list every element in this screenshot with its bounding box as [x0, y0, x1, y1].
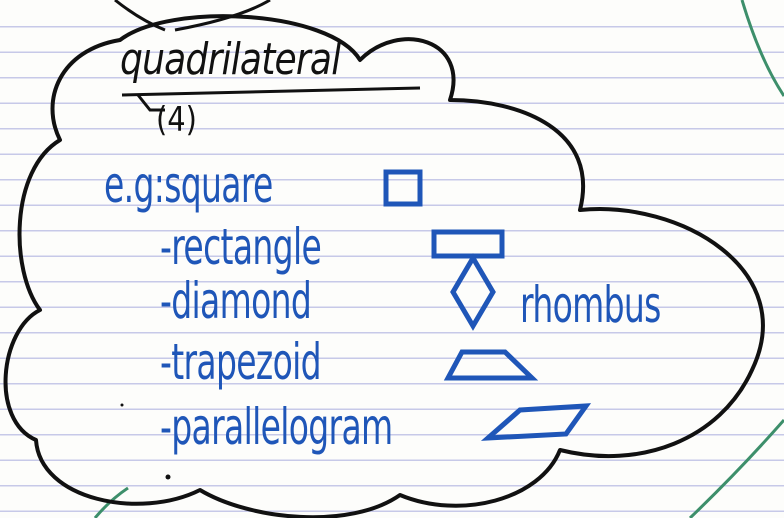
title-underline — [121, 86, 421, 97]
item-label-rectangle: rectangle — [171, 218, 322, 276]
pen-dot — [165, 474, 171, 480]
top-line-left — [114, 0, 166, 32]
rectangle-shape-icon — [431, 229, 505, 259]
item-dash: - — [160, 218, 172, 276]
top-line-right — [174, 0, 271, 32]
item-label-square: square — [164, 156, 273, 214]
parallelogram-shape-icon — [480, 403, 592, 441]
square-shape-icon — [383, 169, 423, 207]
sub-arrow — [136, 94, 165, 112]
example-line-rectangle: -rectangle — [160, 222, 322, 272]
item-dash: - — [160, 398, 172, 456]
examples-prefix: e.g: — [104, 156, 165, 214]
example-line-square: e.g:square — [104, 160, 273, 210]
alt-name-rhombus: rhombus — [520, 276, 661, 334]
item-dash: - — [160, 333, 172, 391]
item-label-diamond: diamond — [171, 272, 312, 330]
example-line-diamond: -diamond — [160, 276, 312, 326]
pen-dot-small — [120, 403, 124, 407]
green-margin-line-top-right — [740, 0, 784, 97]
example-line-parallelogram: -parallelogram — [160, 402, 393, 452]
green-margin-line-bottom-right — [688, 419, 784, 518]
example-line-trapezoid: -trapezoid — [160, 337, 322, 387]
trapezoid-shape-icon — [443, 349, 539, 381]
item-dash: - — [160, 272, 172, 330]
note-subtitle: (4) — [156, 100, 197, 140]
item-label-parallelogram: parallelogram — [171, 398, 393, 456]
cloud-outline — [3, 14, 765, 518]
note-title: quadrilateral — [120, 34, 341, 85]
diamond-shape-icon — [450, 253, 496, 331]
item-label-trapezoid: trapezoid — [171, 333, 321, 391]
